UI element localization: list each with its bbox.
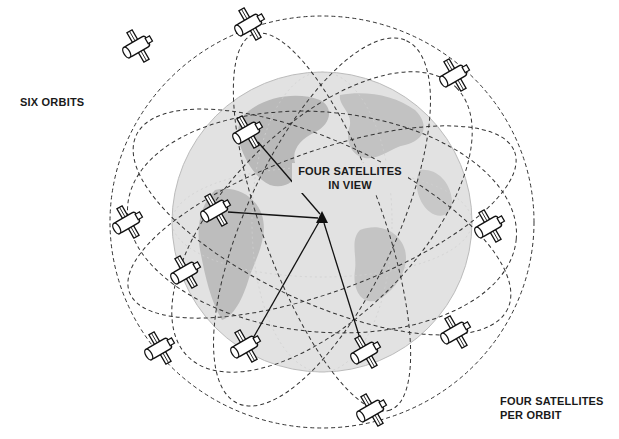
- earth-globe: [172, 72, 472, 372]
- callout-label: FOUR SATELLITES PER ORBIT: [498, 393, 614, 423]
- orbit-paths: [102, 9, 541, 435]
- receiver-marker: [316, 211, 328, 223]
- satellites: [106, 2, 512, 433]
- callout-label: SIX ORBITS: [18, 94, 112, 110]
- callout-label: FOUR SATELLITES IN VIEW: [292, 163, 408, 193]
